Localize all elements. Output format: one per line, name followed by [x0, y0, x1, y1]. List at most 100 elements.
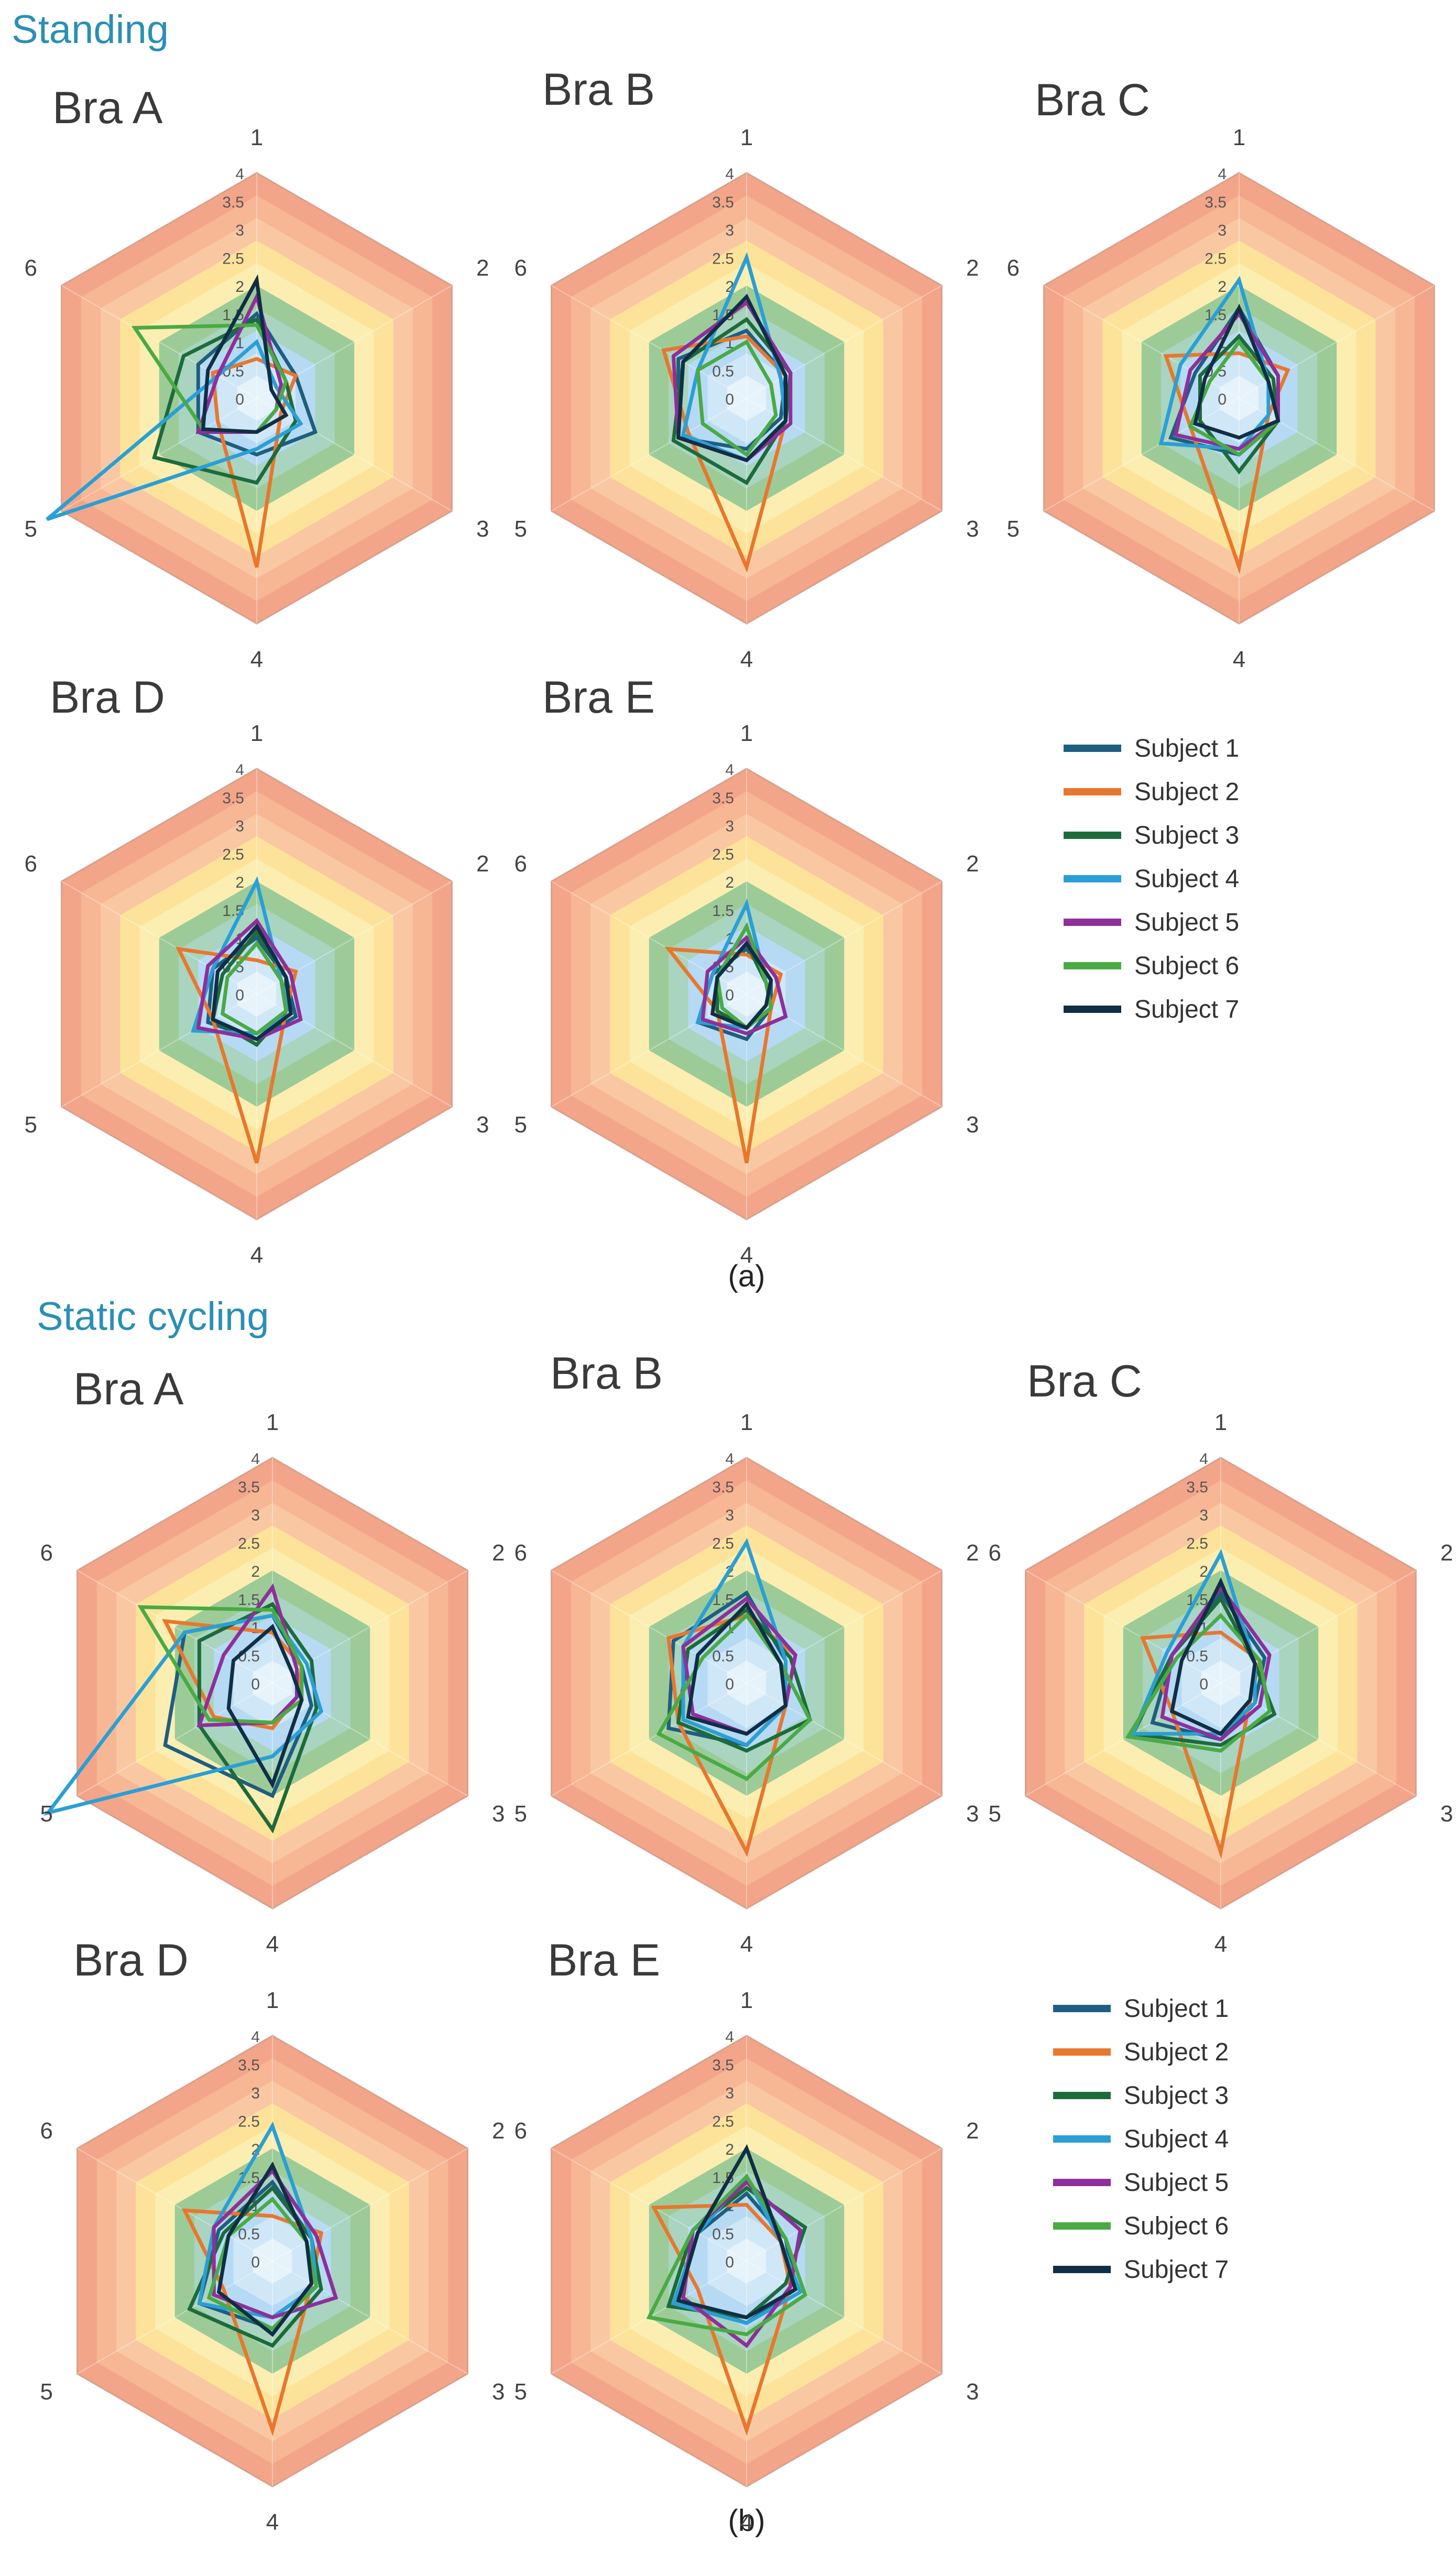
radar-axis-label: 3 — [476, 516, 489, 542]
radar-tick-label: 1.5 — [712, 902, 734, 920]
radar-tick-label: 4 — [251, 1450, 260, 1468]
radar-series-7 — [676, 293, 787, 463]
radar-spoke — [256, 285, 452, 399]
chart-title: Bra E — [542, 672, 655, 723]
radar-tick-label: 0 — [251, 2254, 260, 2271]
radar-axis-label: 2 — [492, 2118, 505, 2144]
radar-spoke — [61, 398, 257, 511]
radar-axis-label: 3 — [966, 2379, 979, 2405]
radar-series-3 — [1198, 333, 1280, 475]
radar-band — [1219, 376, 1259, 421]
radar-series-4 — [43, 1613, 324, 1816]
radar-axis-label: 5 — [988, 1801, 1001, 1827]
radar-axis-label: 3 — [966, 1112, 979, 1138]
radar-band — [727, 2239, 767, 2284]
radar-tick-label: 1 — [251, 1620, 260, 1637]
chart-title: Bra D — [73, 1935, 189, 1985]
legend-label: Subject 2 — [1124, 2038, 1229, 2066]
chart-title: Bra D — [50, 672, 165, 723]
radar-tick-label: 3 — [235, 222, 244, 239]
radar-spoke — [77, 1683, 273, 1796]
radar-tick-label: 4 — [725, 761, 734, 779]
legend-label: Subject 3 — [1124, 2082, 1229, 2110]
radar-axis-label: 4 — [266, 1931, 279, 1957]
radar-tick-label: 0.5 — [1186, 1647, 1208, 1665]
radar-spoke — [1025, 1570, 1221, 1684]
radar-tick-label: 2.5 — [712, 1535, 734, 1552]
radar-spoke — [1025, 1683, 1221, 1796]
radar-series-2 — [211, 357, 299, 568]
radar-spoke — [61, 285, 257, 399]
radar-tick-label: 4 — [1218, 166, 1227, 183]
radar-tick-label: 4 — [725, 1450, 734, 1468]
radar-series-6 — [646, 2174, 807, 2337]
radar-axis-label: 3 — [476, 1112, 489, 1138]
radar-band — [253, 2239, 292, 2284]
radar-tick-label: 0 — [725, 391, 734, 408]
radar-tick-label: 2.5 — [712, 2113, 734, 2130]
radar-tick-label: 3.5 — [712, 1479, 734, 1496]
legend-label: Subject 7 — [1134, 996, 1239, 1023]
radar-tick-label: 2.5 — [238, 2113, 260, 2130]
radar-axis-label: 1 — [266, 1988, 279, 2013]
radar-spoke — [1044, 398, 1240, 511]
radar-series-6 — [137, 1605, 304, 1725]
radar-axis-label: 6 — [40, 1540, 52, 1566]
radar-tick-label: 4 — [251, 2028, 260, 2046]
radar-axis-label: 3 — [966, 1801, 979, 1827]
radar-axis-label: 3 — [1440, 1801, 1453, 1827]
legend-label: Subject 4 — [1124, 2125, 1229, 2153]
radar-spoke — [746, 2261, 942, 2374]
radar-tick-label: 0.5 — [712, 2225, 734, 2243]
radar-tick-label: 2 — [725, 2141, 734, 2158]
radar-axis-label: 3 — [492, 2379, 505, 2405]
radar-axis-label: 6 — [988, 1540, 1001, 1566]
section-title-standing: Standing — [12, 7, 169, 52]
radar-tick-label: 3 — [251, 1507, 260, 1524]
radar-series-7 — [686, 1601, 788, 1736]
radar-tick-label: 4 — [235, 761, 244, 779]
radar-axis-label: 6 — [514, 255, 527, 281]
radar-series-2 — [1163, 351, 1290, 574]
radar-axis-label: 5 — [514, 1112, 527, 1138]
chart-title: Bra B — [542, 64, 655, 115]
radar-axis-label: 1 — [250, 721, 263, 746]
radar-axis-label: 5 — [24, 1112, 37, 1138]
radar-tick-label: 0 — [725, 1676, 734, 1693]
legend-label: Subject 2 — [1134, 778, 1239, 806]
radar-axis-label: 5 — [40, 1801, 52, 1827]
radar-spoke — [746, 994, 942, 1107]
legend-label: Subject 6 — [1124, 2212, 1229, 2240]
radar-series-7 — [216, 2161, 314, 2337]
radar-spoke — [551, 285, 747, 399]
radar-tick-label: 3.5 — [238, 2057, 260, 2074]
radar-axis-label: 6 — [24, 255, 37, 281]
radar-band — [727, 376, 767, 421]
chart-title: Bra A — [52, 83, 163, 133]
radar-band — [237, 972, 277, 1017]
chart-title: Bra A — [73, 1364, 184, 1414]
radar-axis-label: 4 — [740, 2509, 753, 2535]
radar-axis-label: 4 — [740, 647, 753, 672]
radar-tick-label: 3 — [235, 818, 244, 835]
radar-axis-label: 2 — [966, 851, 979, 877]
radar-tick-label: 3.5 — [222, 194, 244, 211]
radar-tick-label: 4 — [235, 166, 244, 183]
radar-tick-label: 3 — [1199, 1507, 1208, 1524]
radar-axis-label: 6 — [40, 2118, 52, 2144]
caption-b: (b) — [728, 2504, 765, 2538]
radar-tick-label: 3.5 — [1186, 1479, 1208, 1496]
radar-tick-label: 0 — [235, 987, 244, 1004]
radar-band — [1201, 1661, 1241, 1706]
radar-axis-label: 6 — [1006, 255, 1019, 281]
